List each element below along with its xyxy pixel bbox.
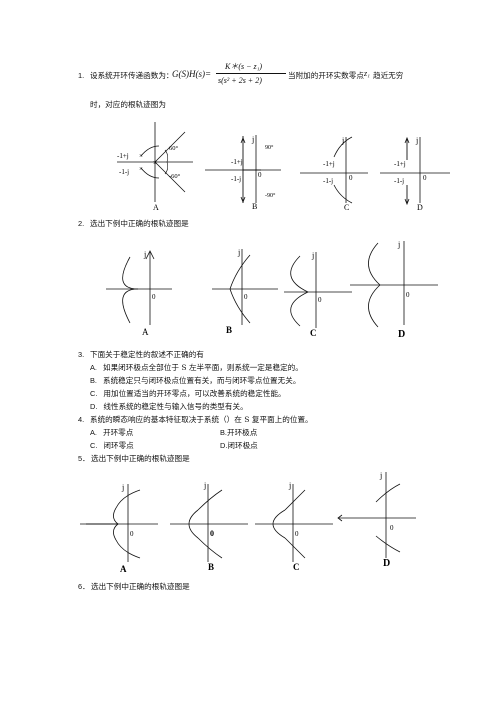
- c-pole-lower-label: -1-j: [323, 177, 333, 185]
- q5-number: 5．: [78, 454, 90, 463]
- q1-diagram-b: j 90° -90° -1+j -1-j 0 B: [205, 135, 281, 211]
- q4-text: 系统的瞬态响应的基本特征取决于系统（）在 S 复平面上的位置。: [90, 415, 313, 424]
- q5c-zero-label: 0: [295, 530, 299, 538]
- q2c-zero-label: 0: [318, 296, 322, 304]
- q1-tail-text: 当附加的开环实数零点: [288, 71, 364, 80]
- q2a-j-label: j: [143, 250, 146, 259]
- q1-number: 1.: [78, 71, 85, 80]
- q3-text: 下面关于稳定性的叙述不正确的有: [90, 350, 204, 359]
- q1-diagram-d: j -1+j -1-j 0 D: [380, 136, 450, 212]
- d-label: D: [417, 203, 423, 212]
- b-pole-upper-label: -1+j: [231, 158, 243, 166]
- q2-diagram-c: j 0 C: [284, 251, 352, 338]
- a-pole-cross-lower: ×: [139, 165, 143, 173]
- a-pole-upper-label: -1+j: [117, 152, 129, 160]
- q5d-j-label: j: [379, 471, 382, 480]
- q5a-label: A: [120, 564, 127, 574]
- q3-option-b: B.系统稳定只与闭环极点位置有关，而与闭环零点位置无关。: [90, 376, 301, 385]
- b-angle-lower: -90°: [265, 192, 276, 199]
- q5b-zero-label: 0: [210, 529, 214, 538]
- q2-diagram-a: j 0 A: [106, 250, 172, 337]
- q5a-zero-label: 0: [130, 530, 134, 538]
- q3-option-a: A.如果闭环极点全部位于 S 左半平面，则系统一定是稳定的。: [90, 363, 303, 372]
- b-zero-label: 0: [258, 171, 262, 179]
- q2-number: 2.: [78, 219, 85, 228]
- q6-number: 6．: [78, 582, 90, 591]
- q5d-label: D: [383, 558, 390, 569]
- q1-line2: 时，对应的根轨迹图为: [90, 100, 166, 109]
- a-angle-lower: -60°: [169, 173, 181, 180]
- q2-text: 选出下例中正确的根轨迹图是: [90, 219, 189, 228]
- q4-option-d: D.闭环极点: [220, 441, 258, 450]
- q4-option-c: C.闭环零点: [90, 441, 134, 450]
- q1-zero-symbol: z₁: [364, 69, 370, 78]
- d-j-label: j: [415, 136, 418, 145]
- q2b-label: B: [226, 325, 232, 335]
- q2a-zero-label: 0: [152, 293, 156, 301]
- q4-option-a: A.开环零点: [90, 428, 134, 437]
- q1-fraction-bar: [216, 73, 286, 74]
- q5-diagram-b: j 0 B: [170, 481, 248, 572]
- d-pole-lower-label: -1-j: [394, 177, 404, 185]
- q6-text: 选出下例中正确的根轨迹图是: [91, 582, 190, 591]
- q5-diagram-c: j 0 C: [255, 481, 333, 572]
- q3-option-d: D.线性系统的稳定性与输入信号的类型有关。: [90, 402, 248, 411]
- q2b-j-label: j: [237, 248, 240, 257]
- q1-lead-text: 设系统开环传递函数为：: [90, 71, 174, 80]
- q3-option-c: C.用加位置适当的开环零点，可以改善系统的稳定性能。: [90, 389, 286, 398]
- q2b-zero-label: 0: [244, 293, 248, 301]
- c-pole-upper-label: -1+j: [323, 160, 335, 168]
- q2c-label: C: [310, 328, 317, 338]
- q3-number: 3.: [78, 350, 85, 359]
- q1-formula-denominator: s(s² + 2s + 2): [218, 76, 262, 85]
- q5-text: 选出下例中正确的根轨迹图是: [91, 454, 190, 463]
- q5-diagram-a: j 0 A: [80, 483, 158, 574]
- q2d-label: D: [398, 329, 405, 340]
- a-pole-cross-upper: ×: [139, 152, 143, 160]
- q5c-label: C: [293, 562, 300, 572]
- q1-formula-lhs: G(S)H(s)=: [172, 69, 212, 79]
- q2c-j-label: j: [311, 251, 314, 260]
- q2-diagram-b: j 0 B: [212, 248, 278, 335]
- b-label: B: [252, 202, 257, 211]
- q5d-zero-label: 0: [390, 524, 394, 532]
- a-origin-cross: ×: [153, 159, 157, 167]
- q1-diagram-c: j -1+j -1-j 0 C: [300, 136, 368, 212]
- q5a-j-label: j: [121, 483, 124, 492]
- q2d-j-label: j: [397, 240, 400, 249]
- d-pole-upper-label: -1+j: [394, 160, 406, 168]
- q5c-j-label: j: [288, 481, 291, 490]
- q4-option-b: B.开环极点: [220, 428, 258, 437]
- b-angle-upper: 90°: [265, 144, 274, 151]
- c-j-label: j: [341, 136, 344, 145]
- a-angle-upper: 60°: [169, 145, 179, 152]
- q5b-label: B: [208, 562, 214, 572]
- q4-number: 4.: [78, 415, 85, 424]
- q1-tail2-text: 趋近无穷: [373, 71, 404, 80]
- q5-diagram-d: j 0 D: [337, 471, 416, 569]
- d-zero-label: 0: [423, 174, 427, 182]
- c-zero-label: 0: [349, 174, 353, 182]
- b-pole-lower-label: -1-j: [231, 175, 241, 183]
- q2-diagram-d: j 0 D: [350, 240, 438, 340]
- q5b-j-label: j: [203, 481, 206, 490]
- q2d-zero-label: 0: [406, 291, 410, 299]
- q1-formula-numerator: K＊(s − z₁): [225, 62, 263, 71]
- a-pole-lower-label: -1-j: [119, 168, 129, 176]
- q2a-label: A: [142, 327, 149, 337]
- c-label: C: [344, 203, 349, 212]
- a-label: A: [153, 203, 159, 212]
- b-j-label: j: [251, 135, 254, 144]
- q1-diagram-a: × × × -1+j -1-j 60° -60° A: [117, 122, 193, 212]
